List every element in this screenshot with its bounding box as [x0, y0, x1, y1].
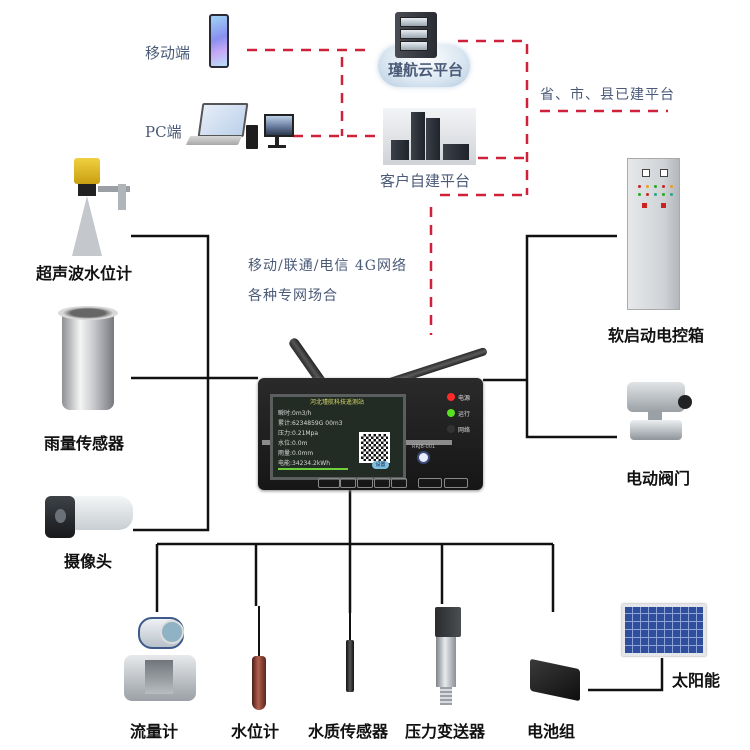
wire-ultrasonic [131, 234, 210, 532]
datacenter-icon [383, 108, 476, 165]
laptop-base [185, 136, 243, 145]
network-led-label: 网络 [458, 427, 471, 434]
water-quality-sensor-icon [346, 640, 354, 692]
screen-line: 瞬时:0m3/h [278, 410, 312, 417]
pc-label: PC端 [145, 123, 182, 141]
camera-label: 摄像头 [64, 552, 113, 571]
flowmeter-label: 流量计 [130, 722, 179, 741]
pressure-transmitter-body [436, 637, 456, 687]
rtu-key[interactable] [391, 478, 407, 488]
smartphone-icon [209, 14, 229, 68]
wireless-links [247, 39, 668, 335]
radar-bracket [98, 186, 130, 192]
network-led-icon [447, 425, 455, 433]
rain-gauge-label: 雨量传感器 [44, 434, 125, 453]
flowmeter-pipe [145, 660, 173, 694]
screen-line: 水位:0.0m [278, 440, 308, 447]
pressure-transmitter-thread [440, 687, 452, 705]
radar-plate [118, 184, 126, 210]
power-led-label: 电源 [458, 395, 471, 402]
water-level-label: 水位计 [231, 722, 280, 741]
monitor-stand [275, 135, 279, 145]
rain-gauge-icon [62, 310, 114, 410]
water-level-cable [258, 606, 260, 656]
rtu-key[interactable] [374, 478, 390, 488]
network-label-line2: 各种专网场合 [248, 288, 338, 304]
cloud-platform-label: 瑾航云平台 [388, 61, 464, 79]
run-led-label: 运行 [458, 411, 471, 418]
wire-solar [588, 658, 664, 692]
screen-title: 河北瑾航科技遥测站 [310, 399, 365, 406]
solar-label: 太阳能 [672, 671, 721, 690]
control-cabinet-label: 软启动电控箱 [608, 326, 705, 345]
water-quality-cable [349, 613, 351, 641]
radar-level-sensor-icon [74, 158, 100, 184]
battery-label: 电池组 [527, 722, 576, 741]
valve-stem [648, 410, 662, 422]
camera-lens [55, 509, 66, 523]
solar-panel-grid [625, 607, 703, 653]
wire-valve [525, 380, 617, 439]
settings-button[interactable]: 设置 [372, 461, 389, 469]
radar-neck [78, 184, 96, 196]
power-led-icon [447, 393, 455, 401]
valve-body [630, 420, 682, 440]
network-label-line1: 移动/联通/电信 4G网络 [248, 258, 407, 274]
water-quality-label: 水质传感器 [308, 722, 389, 741]
pressure-transmitter-icon [435, 607, 461, 637]
ultrasonic-level-label: 超声波水位计 [36, 264, 133, 283]
rtu-key[interactable] [340, 478, 356, 488]
water-level-probe-icon [252, 656, 266, 710]
rtu-key[interactable] [357, 478, 373, 488]
customer-platform-label: 客户自建平台 [380, 172, 471, 190]
valve-knob [678, 395, 692, 409]
rtu-knob[interactable] [417, 451, 430, 464]
qr-code-icon [359, 432, 390, 463]
flowmeter-screen [160, 620, 184, 644]
desktop-tower-icon [246, 125, 258, 149]
screen-line: 电能:34234.2kWh [278, 460, 331, 467]
electric-valve-label: 电动阀门 [626, 469, 691, 488]
radar-horn [72, 196, 102, 256]
monitor-icon [264, 114, 294, 137]
mobile-label: 移动端 [145, 44, 191, 62]
government-platform-label: 省、市、县已建平台 [540, 87, 675, 103]
screen-line: 累计:6234859G 00m3 [278, 420, 343, 427]
run-led-icon [447, 409, 455, 417]
laptop-icon [197, 103, 249, 137]
link-cloud-government [458, 39, 529, 195]
rtu-key[interactable] [318, 478, 340, 488]
screen-line: 压力:0.21Mpa [278, 430, 319, 437]
rain-gauge-rim [58, 306, 118, 320]
screen-progress [278, 468, 348, 470]
wired-links [131, 234, 664, 692]
pressure-transmitter-label: 压力变送器 [405, 722, 486, 741]
rtu-key[interactable] [444, 478, 468, 488]
rtu-key[interactable] [418, 478, 442, 488]
monitor-foot [268, 145, 286, 148]
model-label: RRJB-001 [412, 444, 436, 450]
screen-line: 雨量:0.0mm [278, 450, 314, 457]
electric-valve-icon [627, 382, 685, 412]
wire-cabinet [525, 234, 617, 380]
control-cabinet-icon [627, 158, 680, 310]
server-icon [395, 12, 437, 58]
